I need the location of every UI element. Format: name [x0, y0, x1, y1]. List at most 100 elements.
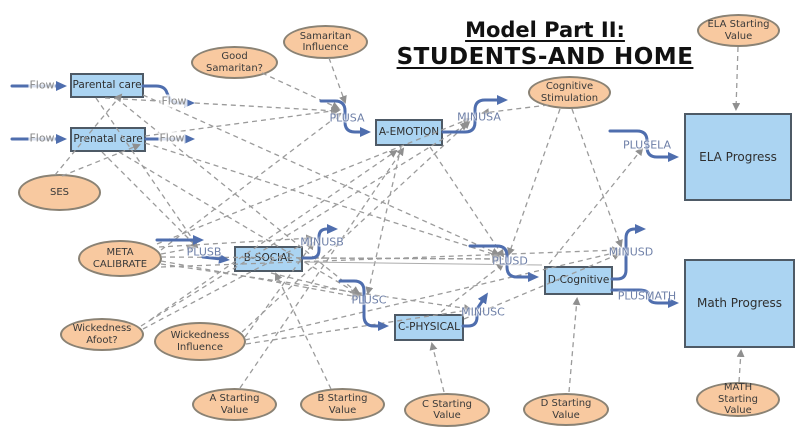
- stock-prenatal-care[interactable]: Prenatal care: [70, 127, 146, 152]
- dashed-connector-arrow: [365, 146, 402, 295]
- valve-label-minusb[interactable]: MINUSB: [300, 235, 344, 249]
- stock-d-cognitive-label: D-Cognitive: [547, 273, 610, 286]
- converter-c-starting-value-label: C Starting Value: [421, 398, 473, 422]
- pipe-plusmath[interactable]: [610, 288, 679, 308]
- flow-label-parental-in[interactable]: Flow: [28, 78, 56, 92]
- stock-b-social-label: B-SOCIAL: [243, 252, 294, 265]
- valve-label-plusela[interactable]: PLUSELA: [622, 138, 672, 152]
- dashed-connector-arrow: [270, 272, 363, 298]
- flow-pipe-group: [10, 81, 679, 331]
- converter-math-starting-value[interactable]: MATH Starting Value: [696, 382, 780, 417]
- pipe-minusd[interactable]: [610, 224, 646, 281]
- dashed-connector-arrow: [239, 147, 405, 389]
- valve-label-plusd[interactable]: PLUSD: [492, 254, 528, 268]
- dashed-connector-arrow: [142, 239, 313, 330]
- converter-c-starting-value[interactable]: C Starting Value: [404, 393, 490, 427]
- converter-samaritan-influence-label: Samaritan Influence: [299, 30, 352, 54]
- dashed-connector-arrow: [328, 57, 347, 104]
- converter-meta-calibrate[interactable]: META CALIBRATE: [78, 240, 162, 277]
- dashed-connector-arrow: [54, 93, 123, 176]
- dashed-connector-arrow: [571, 108, 623, 248]
- converter-ses-label: SES: [49, 186, 69, 198]
- pipe-minusc[interactable]: [461, 292, 488, 328]
- dashed-connector-arrow: [104, 97, 339, 115]
- converter-ela-starting-value-label: ELA Starting Value: [707, 19, 770, 42]
- converter-d-starting-value-label: D Starting Value: [540, 398, 592, 421]
- pipe-plusa[interactable]: [319, 99, 371, 137]
- stock-c-physical-label: C-PHYSICAL: [398, 320, 460, 333]
- dashed-connector-arrow: [156, 117, 471, 245]
- dashed-connector-arrow: [244, 249, 620, 341]
- dashed-connector-arrow: [144, 142, 501, 258]
- pipe-plusela[interactable]: [608, 129, 679, 162]
- dashed-connector-arrow: [303, 254, 504, 263]
- stock-parental-care[interactable]: Parental care: [70, 73, 144, 98]
- converter-wickedness-afoot-label: Wickedness Afoot?: [72, 323, 132, 346]
- converter-wickedness-afoot[interactable]: Wickedness Afoot?: [60, 318, 144, 351]
- converter-b-starting-value[interactable]: B Starting Value: [300, 388, 385, 421]
- stock-parental-care-label: Parental care: [72, 78, 142, 91]
- dashed-connector-arrow: [507, 108, 561, 256]
- link-line-bsocial-dcognitive: [303, 261, 543, 266]
- converter-samaritan-influence[interactable]: Samaritan Influence: [283, 25, 368, 59]
- dashed-connector-arrow: [736, 349, 745, 383]
- dashed-connector-arrow: [261, 72, 340, 110]
- converter-cognitive-stimulation[interactable]: Cognitive Stimulation: [528, 76, 611, 109]
- dashed-connector-arrow: [160, 263, 472, 313]
- pipe-minusa[interactable]: [441, 95, 508, 134]
- stock-prenatal-care-label: Prenatal care: [73, 132, 143, 145]
- stock-ela-progress[interactable]: ELA Progress: [684, 113, 792, 201]
- pipe-plusc[interactable]: [338, 279, 389, 331]
- converter-good-samaritan-label: Good Samaritan?: [206, 51, 263, 74]
- dashed-connector-arrow: [440, 262, 505, 313]
- dashed-connector-arrow: [429, 146, 505, 258]
- valve-label-plusmath[interactable]: PLUSMATH: [617, 289, 677, 303]
- flow-label-prenatal-in[interactable]: Flow: [28, 131, 56, 145]
- dashed-connector-arrow: [481, 104, 549, 117]
- dashed-connector-arrow: [463, 252, 621, 320]
- valve-label-plusc[interactable]: PLUSC: [351, 293, 387, 307]
- valve-label-minusc[interactable]: MINUSC: [461, 305, 505, 319]
- valve-label-minusd[interactable]: MINUSD: [608, 245, 654, 259]
- valve-label-plusb[interactable]: PLUSB: [186, 245, 222, 259]
- dashed-connector-arrow: [158, 234, 314, 248]
- dashed-connector-arrow: [245, 306, 471, 345]
- converter-a-starting-value-label: A Starting Value: [209, 393, 260, 416]
- dashed-connector-arrow: [429, 342, 445, 393]
- converter-math-starting-value-label: MATH Starting Value: [718, 382, 758, 417]
- converter-ela-starting-value[interactable]: ELA Starting Value: [697, 14, 780, 47]
- stock-a-emotion-label: A-EMOTION: [378, 125, 440, 138]
- converter-d-starting-value[interactable]: D Starting Value: [523, 393, 609, 426]
- dashed-connector-arrow: [548, 147, 644, 265]
- dashed-connector-arrow: [160, 245, 195, 255]
- pipe-plusd[interactable]: [468, 244, 539, 282]
- dashed-connector-arrow: [244, 241, 315, 338]
- stock-d-cognitive[interactable]: D-Cognitive: [544, 266, 613, 295]
- converter-meta-calibrate-label: META CALIBRATE: [92, 247, 148, 270]
- stock-ela-progress-label: ELA Progress: [699, 149, 777, 164]
- converter-cognitive-stimulation-label: Cognitive Stimulation: [540, 81, 599, 104]
- stock-math-progress-label: Math Progress: [696, 296, 783, 311]
- flow-label-parental-out[interactable]: Flow: [160, 94, 188, 108]
- dashed-connector-arrow: [61, 143, 141, 177]
- pipe-plusb[interactable]: [201, 253, 230, 264]
- valve-label-plusa[interactable]: PLUSA: [329, 111, 365, 125]
- valve-label-minusa[interactable]: MINUSA: [457, 110, 501, 124]
- converter-wickedness-influence[interactable]: Wickedness Influence: [154, 322, 246, 361]
- diagram-title-line2: STUDENTS-AND HOME: [396, 44, 694, 71]
- flow-label-prenatal-out[interactable]: Flow: [158, 131, 186, 145]
- converter-ses[interactable]: SES: [18, 174, 101, 211]
- dashed-connector-arrow: [241, 120, 471, 333]
- dashed-connector-arrow: [144, 106, 341, 137]
- stock-math-progress[interactable]: Math Progress: [684, 259, 795, 348]
- pipe-minusb[interactable]: [301, 224, 338, 260]
- stock-c-physical[interactable]: C-PHYSICAL: [394, 314, 464, 341]
- dashed-connector-arrow: [160, 112, 342, 251]
- converter-a-starting-value[interactable]: A Starting Value: [192, 388, 277, 421]
- converter-wickedness-influence-label: Wickedness Influence: [170, 330, 230, 353]
- dashed-connector-arrow: [115, 97, 360, 295]
- converter-b-starting-value-label: B Starting Value: [317, 393, 368, 416]
- dashed-connector-arrow: [118, 151, 362, 297]
